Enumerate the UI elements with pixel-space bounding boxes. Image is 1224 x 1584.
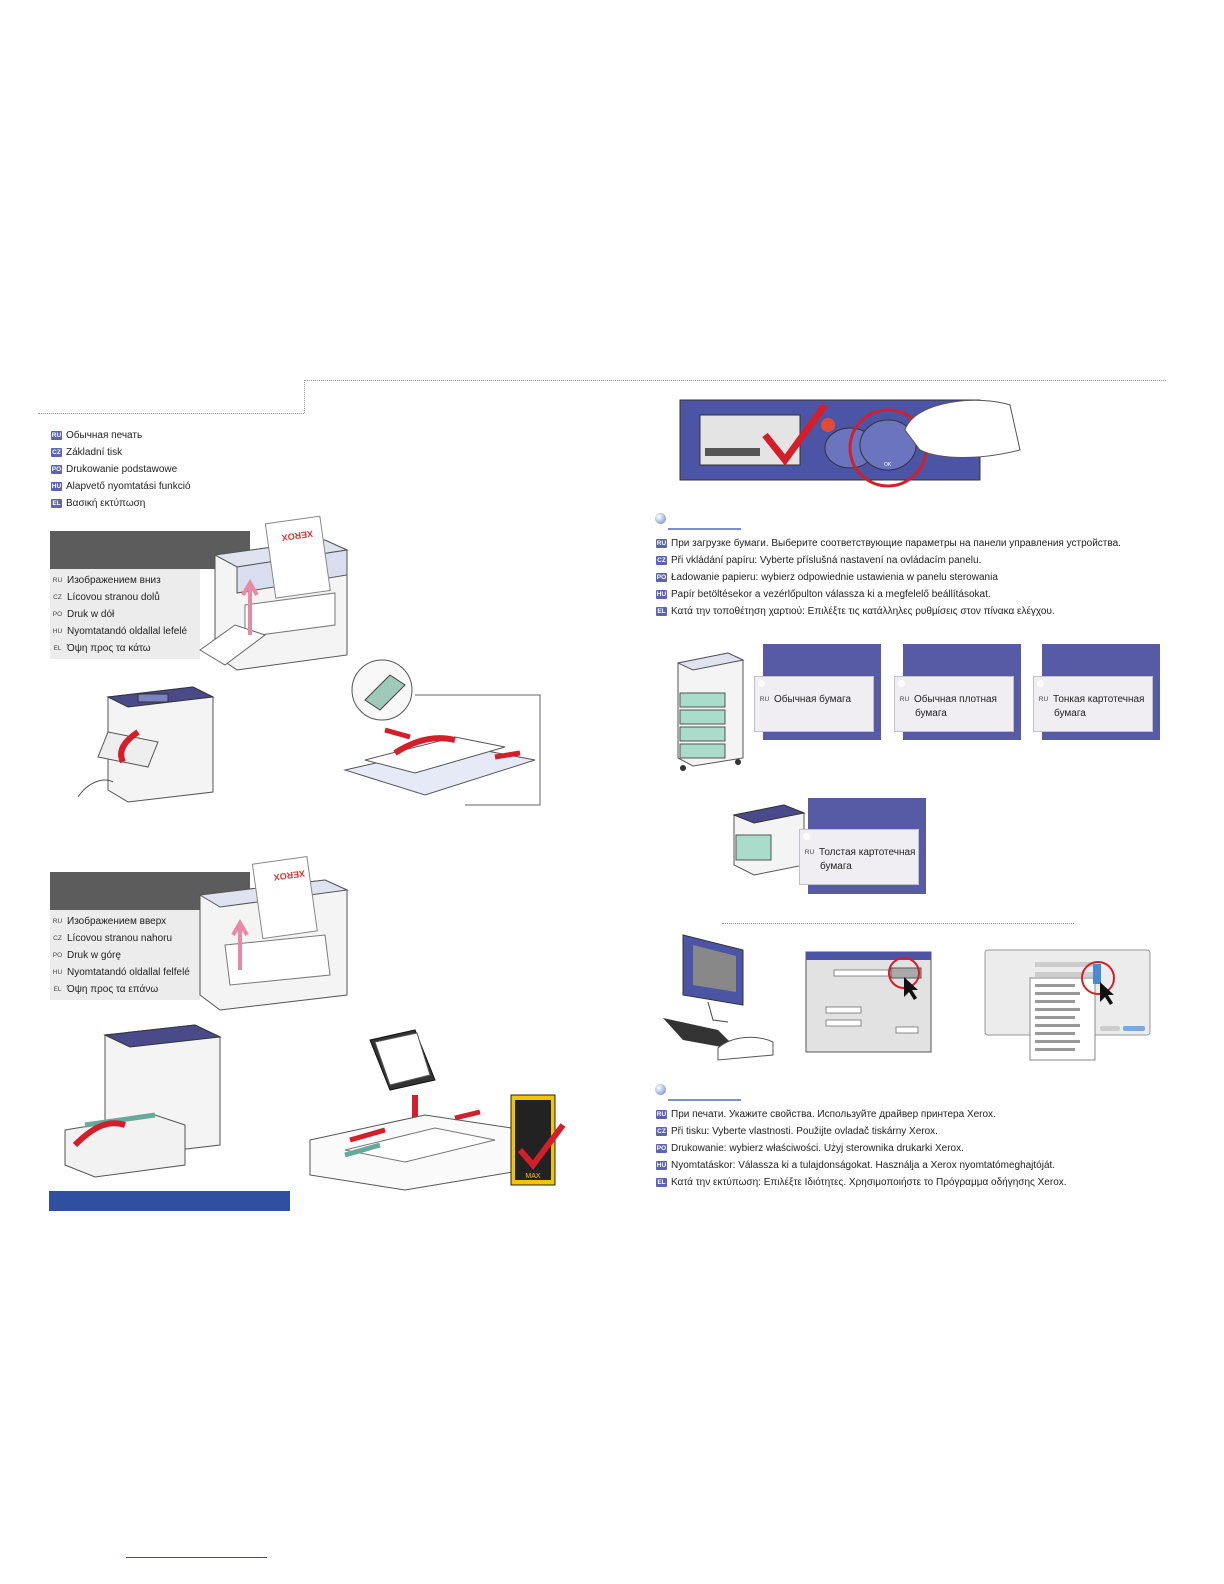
header-rule-step xyxy=(304,380,305,413)
bullet-icon xyxy=(655,513,666,524)
section-underline xyxy=(668,528,741,530)
tray-loading-illustration: MAX xyxy=(309,1029,566,1191)
printer-face-up-illustration: XEROX xyxy=(198,856,349,1011)
max-label: MAX xyxy=(525,1173,541,1180)
indicator-dot xyxy=(803,833,810,840)
face-up-label-band xyxy=(50,910,200,1000)
print-dialog-mac-illustration xyxy=(984,949,1151,1061)
xerox-logo: XEROX xyxy=(281,529,314,543)
printer-face-down-illustration: XEROX xyxy=(199,515,349,671)
printer-with-trays-illustration xyxy=(676,652,745,771)
mpt-loading-illustration xyxy=(343,659,541,806)
header-rule-right xyxy=(304,380,1166,381)
footer-link-underline xyxy=(126,1557,267,1558)
printer-mpt-small-illustration xyxy=(732,804,806,876)
control-panel-illustration: OK xyxy=(679,399,1021,488)
ok-label: OK xyxy=(884,462,892,468)
indicator-dot xyxy=(1037,680,1044,687)
print-dialog-windows-illustration xyxy=(805,951,932,1053)
xerox-logo: XEROX xyxy=(273,868,306,882)
header-rule-left xyxy=(38,413,304,414)
computer-illustration xyxy=(663,934,774,1061)
indicator-dot xyxy=(758,680,765,687)
left-footer-bar xyxy=(49,1191,290,1211)
section-underline xyxy=(668,1099,741,1101)
indicator-dot xyxy=(898,680,905,687)
bullet-icon xyxy=(655,1084,666,1095)
printer-open-tray-illustration xyxy=(77,686,215,803)
face-down-label-band xyxy=(50,569,200,659)
section-divider xyxy=(722,923,1074,924)
printer-tray-pull-illustration xyxy=(64,1024,222,1178)
